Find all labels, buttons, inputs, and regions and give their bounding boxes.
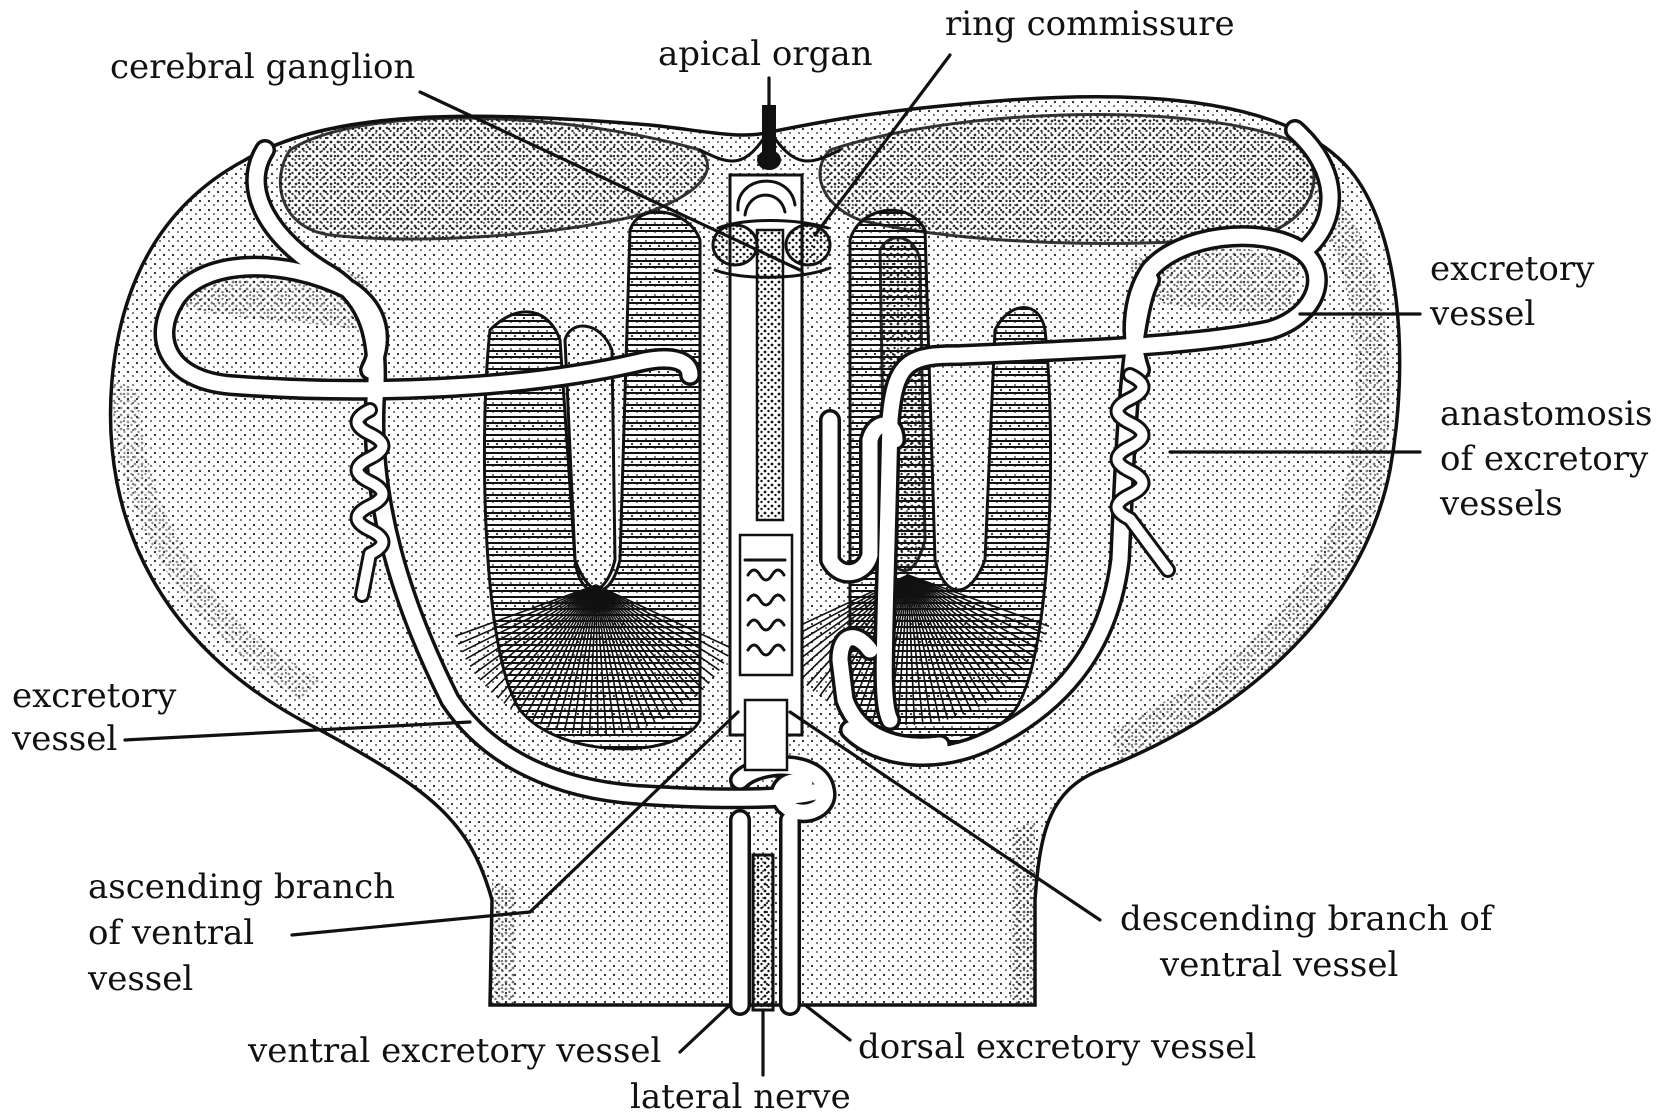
column-inner-nerve [757,230,783,520]
label-ring-commissure: ring commissure [945,4,1235,44]
leader-dorsal-excretory [805,1005,850,1040]
label-excretory-vessel-left-1: excretory [12,676,177,716]
label-anastomosis-3: vessels [1439,484,1563,524]
label-apical-organ: apical organ [658,34,873,74]
label-lateral-nerve: lateral nerve [630,1077,851,1117]
leader-ventral-excretory [680,1005,730,1052]
label-ascending-3: vessel [87,959,193,999]
stalk-shading-left [490,880,515,1005]
label-anastomosis-2: of excretory [1440,439,1649,479]
label-descending-2: ventral vessel [1159,945,1398,985]
lateral-nerve-body [753,855,773,1010]
column-base [745,700,787,770]
label-ascending-1: ascending branch [88,867,395,907]
stalk-shading-right [1010,820,1035,1005]
apical-organ-tip [757,150,781,170]
label-anastomosis-1: anastomosis [1440,394,1653,434]
label-ascending-2: of ventral [88,913,254,953]
label-excretory-vessel-right-1: excretory [1430,249,1595,289]
label-dorsal-excretory-vessel: dorsal excretory vessel [858,1027,1256,1067]
label-ventral-excretory-vessel: ventral excretory vessel [247,1031,661,1071]
label-descending-1: descending branch of [1120,899,1495,939]
ganglion-right [786,225,830,265]
label-cerebral-ganglion: cerebral ganglion [110,47,415,87]
label-excretory-vessel-right-2: vessel [1429,294,1535,334]
label-excretory-vessel-left-2: vessel [11,719,117,759]
